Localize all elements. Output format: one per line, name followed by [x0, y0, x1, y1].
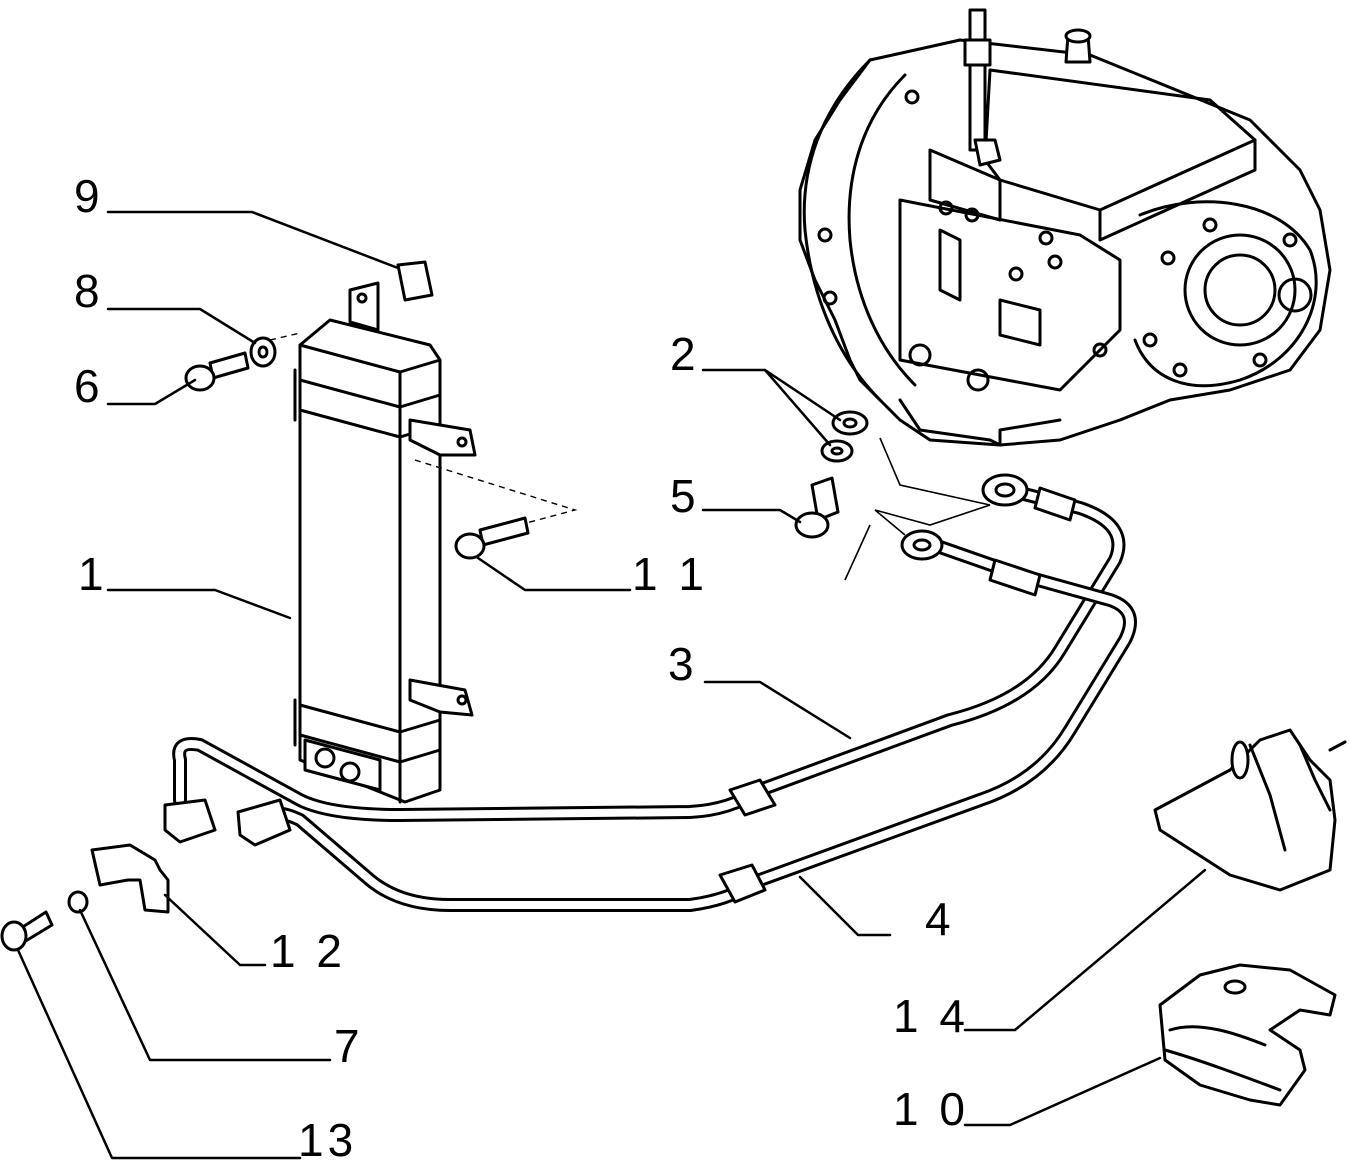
reference-line: [844, 524, 871, 581]
callout-labels: 1 2 3 4 5 6 7 8 9 1 0 1 1 1 2 13 1 4: [74, 170, 969, 1160]
pipe-fittings: [163, 473, 1077, 904]
callout-12: 1 2: [270, 925, 346, 977]
bolt-11: [454, 516, 530, 560]
callout-11: 1 1: [632, 548, 708, 600]
clamp-10: [1158, 963, 1337, 1107]
reference-line: [879, 437, 991, 506]
assembly-guide-line: [269, 332, 301, 341]
washer-8: [249, 336, 277, 368]
callout-2: 2: [670, 328, 700, 380]
callout-1: 1: [78, 548, 108, 600]
callout-8: 8: [74, 265, 104, 317]
washer-2b: [820, 439, 854, 463]
callout-6: 6: [74, 360, 104, 412]
reference-line: [874, 504, 991, 536]
washer-7: [67, 890, 89, 914]
callout-9: 9: [74, 170, 104, 222]
washer-2a: [831, 410, 869, 436]
assembly-guide-line: [414, 459, 578, 531]
callout-13: 13: [298, 1114, 357, 1160]
callout-14: 1 4: [893, 990, 969, 1042]
callout-5: 5: [670, 470, 700, 522]
callout-7: 7: [334, 1020, 364, 1072]
callout-10: 1 0: [893, 1083, 969, 1135]
pipe-holder-14: [1153, 728, 1347, 892]
banjo-bolt-5: [794, 476, 840, 539]
bolt-13: [0, 910, 54, 952]
leader-lines: [16, 210, 1207, 1160]
bolt-6: [184, 351, 250, 392]
gearbox-assembly: [798, 8, 1332, 447]
oil-cooler: [293, 281, 477, 804]
callout-4: 4: [925, 893, 955, 945]
callout-3: 3: [668, 638, 698, 690]
clip-9: [396, 260, 434, 302]
bracket-12: [90, 843, 170, 914]
